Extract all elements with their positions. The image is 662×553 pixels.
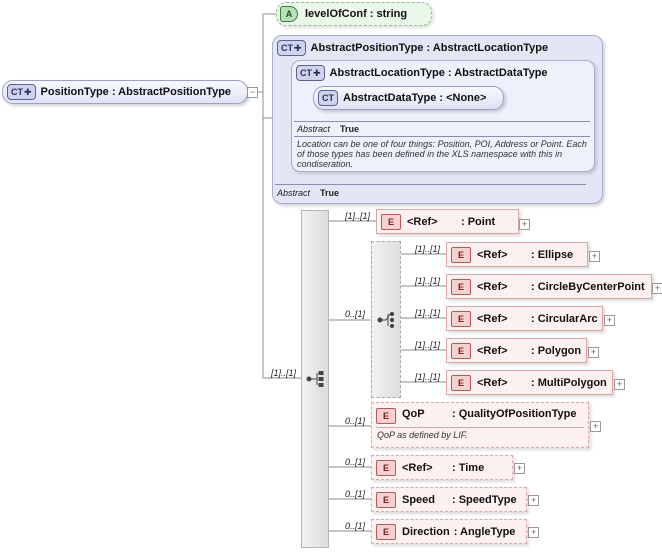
element-ref: <Ref> bbox=[477, 312, 508, 325]
ellipse-cardinality: [1]..[1] bbox=[415, 244, 441, 254]
element-name: : Ellipse bbox=[531, 248, 574, 261]
element-type: : SpeedType bbox=[452, 493, 517, 506]
separator bbox=[294, 136, 590, 137]
expand-toggle[interactable]: + bbox=[590, 421, 601, 432]
complex-type-badge: CT bbox=[318, 90, 338, 106]
separator bbox=[294, 121, 590, 122]
sequence-cardinality: [1]..[1] bbox=[271, 368, 297, 378]
element-name: : CircularArc bbox=[531, 312, 598, 325]
complex-type-abstract-data-type[interactable]: CT AbstractDataType : <None> bbox=[313, 86, 504, 110]
element-badge: E bbox=[451, 278, 471, 295]
element-badge: E bbox=[451, 246, 471, 263]
element-ellipse[interactable]: E <Ref> : Ellipse bbox=[446, 242, 588, 267]
element-badge: E bbox=[376, 491, 396, 508]
expand-toggle[interactable]: + bbox=[614, 379, 625, 390]
polygon-cardinality: [1]..[1] bbox=[415, 340, 441, 350]
expand-toggle[interactable]: + bbox=[589, 251, 600, 262]
element-time[interactable]: E <Ref> : Time bbox=[371, 455, 513, 480]
point-cardinality: [1]..[1] bbox=[345, 211, 371, 221]
element-ref: <Ref> bbox=[477, 280, 508, 293]
expand-toggle[interactable]: + bbox=[519, 219, 530, 230]
element-badge: E bbox=[376, 459, 396, 476]
element-ref: <Ref> bbox=[477, 248, 508, 261]
element-name: Direction bbox=[402, 525, 450, 538]
element-direction[interactable]: E Direction : AngleType bbox=[371, 519, 527, 544]
element-circle-by-center-point[interactable]: E <Ref> : CircleByCenterPoint bbox=[446, 274, 652, 299]
element-point[interactable]: E <Ref> : Point bbox=[376, 209, 519, 234]
attribute-badge: A bbox=[280, 6, 298, 22]
element-type: : AngleType bbox=[453, 525, 516, 538]
element-qop[interactable]: E QoP : QualityOfPositionType QoP as def… bbox=[371, 402, 589, 448]
element-badge: E bbox=[451, 342, 471, 359]
complex-type-label: AbstractDataType : <None> bbox=[343, 92, 487, 104]
element-circular-arc[interactable]: E <Ref> : CircularArc bbox=[446, 306, 603, 331]
separator bbox=[376, 427, 584, 428]
expand-toggle[interactable]: + bbox=[588, 347, 599, 358]
element-type: : QualityOfPositionType bbox=[452, 408, 577, 420]
element-ref: <Ref> bbox=[407, 215, 438, 228]
qop-cardinality: 0..[1] bbox=[345, 416, 366, 426]
speed-cardinality: 0..[1] bbox=[345, 489, 366, 499]
separator bbox=[275, 184, 586, 185]
complex-type-badge: CT✚ bbox=[7, 84, 36, 100]
expand-toggle[interactable]: + bbox=[652, 283, 662, 294]
element-speed[interactable]: E Speed : SpeedType bbox=[371, 487, 527, 512]
expand-toggle[interactable]: + bbox=[528, 527, 539, 538]
choice-icon bbox=[377, 311, 395, 329]
element-badge: E bbox=[376, 523, 396, 540]
element-name: Speed bbox=[402, 493, 436, 506]
element-badge: E bbox=[451, 374, 471, 391]
element-name: : MultiPolygon bbox=[531, 376, 607, 389]
collapse-toggle[interactable]: − bbox=[247, 87, 258, 98]
element-badge: E bbox=[376, 408, 396, 424]
multi-polygon-cardinality: [1]..[1] bbox=[415, 372, 441, 382]
element-badge: E bbox=[451, 310, 471, 327]
complex-type-abstract-location-type[interactable]: CT✚ AbstractLocationType : AbstractDataT… bbox=[291, 60, 595, 172]
complex-type-label: AbstractPositionType : AbstractLocationT… bbox=[310, 42, 549, 54]
sequence-icon bbox=[306, 371, 324, 387]
element-name: : Polygon bbox=[531, 344, 582, 357]
direction-cardinality: 0..[1] bbox=[345, 521, 366, 531]
expand-toggle[interactable]: + bbox=[514, 463, 525, 474]
element-multi-polygon[interactable]: E <Ref> : MultiPolygon bbox=[446, 370, 613, 395]
element-name: QoP bbox=[402, 408, 425, 420]
choice-cardinality: 0..[1] bbox=[345, 309, 366, 319]
time-cardinality: 0..[1] bbox=[345, 457, 366, 467]
complex-type-label: PositionType : AbstractPositionType bbox=[40, 86, 232, 98]
element-documentation: QoP as defined by LIF. bbox=[377, 430, 468, 440]
complex-type-label: AbstractLocationType : AbstractDataType bbox=[329, 67, 548, 79]
element-name: : Time bbox=[452, 461, 485, 474]
element-polygon[interactable]: E <Ref> : Polygon bbox=[446, 338, 587, 363]
element-badge: E bbox=[381, 213, 401, 230]
attribute-level-of-conf[interactable]: A levelOfConf : string bbox=[276, 2, 432, 26]
circular-arc-cardinality: [1]..[1] bbox=[415, 308, 441, 318]
element-ref: <Ref> bbox=[477, 376, 508, 389]
complex-type-badge: CT✚ bbox=[277, 40, 306, 56]
element-ref: <Ref> bbox=[402, 461, 433, 474]
expand-toggle[interactable]: + bbox=[604, 315, 615, 326]
element-name: : Point bbox=[461, 215, 496, 228]
complex-type-position-type[interactable]: CT✚ PositionType : AbstractPositionType bbox=[2, 80, 248, 104]
documentation: Location can be one of four things: Posi… bbox=[297, 139, 587, 169]
circle-by-center-point-cardinality: [1]..[1] bbox=[415, 276, 441, 286]
expand-toggle[interactable]: + bbox=[528, 495, 539, 506]
element-name: : CircleByCenterPoint bbox=[531, 280, 645, 293]
attribute-label: levelOfConf : string bbox=[305, 8, 408, 20]
element-ref: <Ref> bbox=[477, 344, 508, 357]
complex-type-badge: CT✚ bbox=[296, 65, 325, 81]
